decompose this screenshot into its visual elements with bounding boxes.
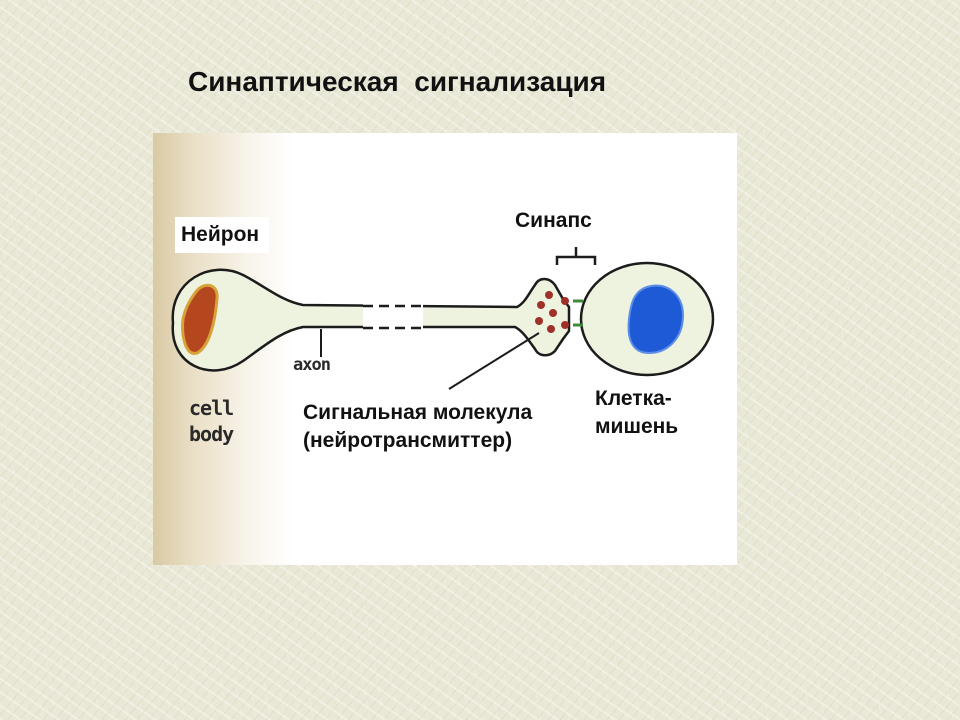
- vesicle: [561, 321, 569, 329]
- cell-body-label: cell body: [189, 395, 234, 447]
- cell-body-label-line1: cell: [189, 396, 234, 420]
- vesicle: [537, 301, 545, 309]
- neurotransmitter-vesicles: [535, 291, 569, 333]
- synapse-label: Синапс: [515, 209, 592, 232]
- receptors: [573, 299, 583, 327]
- signal-molecule-label: Сигнальная молекула (нейротрансмиттер): [303, 399, 532, 455]
- neuron-label: Нейрон: [175, 217, 270, 253]
- vesicle: [545, 291, 553, 299]
- target-cell-label-line1: Клетка-: [595, 387, 672, 410]
- molecule-leader-line: [448, 332, 540, 390]
- target-nucleus: [627, 284, 685, 355]
- signal-molecule-label-line2: (нейротрансмиттер): [303, 429, 513, 452]
- axon-label: axon: [293, 355, 331, 375]
- diagram-figure: Нейрон Синапс axon cell body Сигнальная …: [153, 133, 737, 565]
- synapse-bracket: [555, 247, 597, 265]
- signal-molecule-label-line1: Сигнальная молекула: [303, 401, 533, 424]
- vesicle: [549, 309, 557, 317]
- slide-title: Синаптическая сигнализация: [188, 66, 607, 97]
- vesicle: [535, 317, 543, 325]
- axon-break: [363, 304, 423, 330]
- vesicle: [547, 325, 555, 333]
- target-cell-label: Клетка- мишень: [595, 385, 678, 441]
- neuron-nucleus: [181, 283, 219, 355]
- target-cell-label-line2: мишень: [595, 415, 679, 438]
- synapse-diagram: [171, 247, 715, 390]
- vesicle: [561, 297, 569, 305]
- cell-body-label-line2: body: [189, 422, 234, 446]
